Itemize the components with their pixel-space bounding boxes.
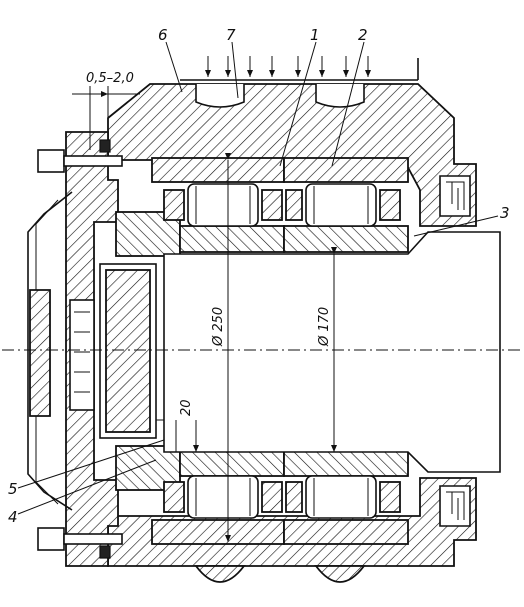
callout-5: 5	[8, 480, 18, 498]
inner-sleeve	[69, 211, 181, 491]
callout-6: 6	[158, 26, 168, 44]
callout-1: 1	[310, 26, 320, 44]
callout-7: 7	[226, 26, 236, 44]
clearance-dimension: 0,5–2,0	[86, 71, 134, 86]
callout-4: 4	[8, 508, 18, 526]
bearing-diameter-dimension: Ø 250	[211, 307, 226, 347]
cylindrical-rollers	[163, 183, 401, 519]
offset-dimension: 20	[179, 399, 194, 416]
journal-diameter-dimension: Ø 170	[317, 307, 332, 347]
callout-2: 2	[358, 26, 368, 44]
callout-3: 3	[500, 204, 510, 222]
load-arrows	[180, 56, 419, 81]
dimension-lines	[72, 86, 337, 542]
callout-leaders	[17, 41, 499, 515]
shaft-journal	[156, 231, 501, 473]
